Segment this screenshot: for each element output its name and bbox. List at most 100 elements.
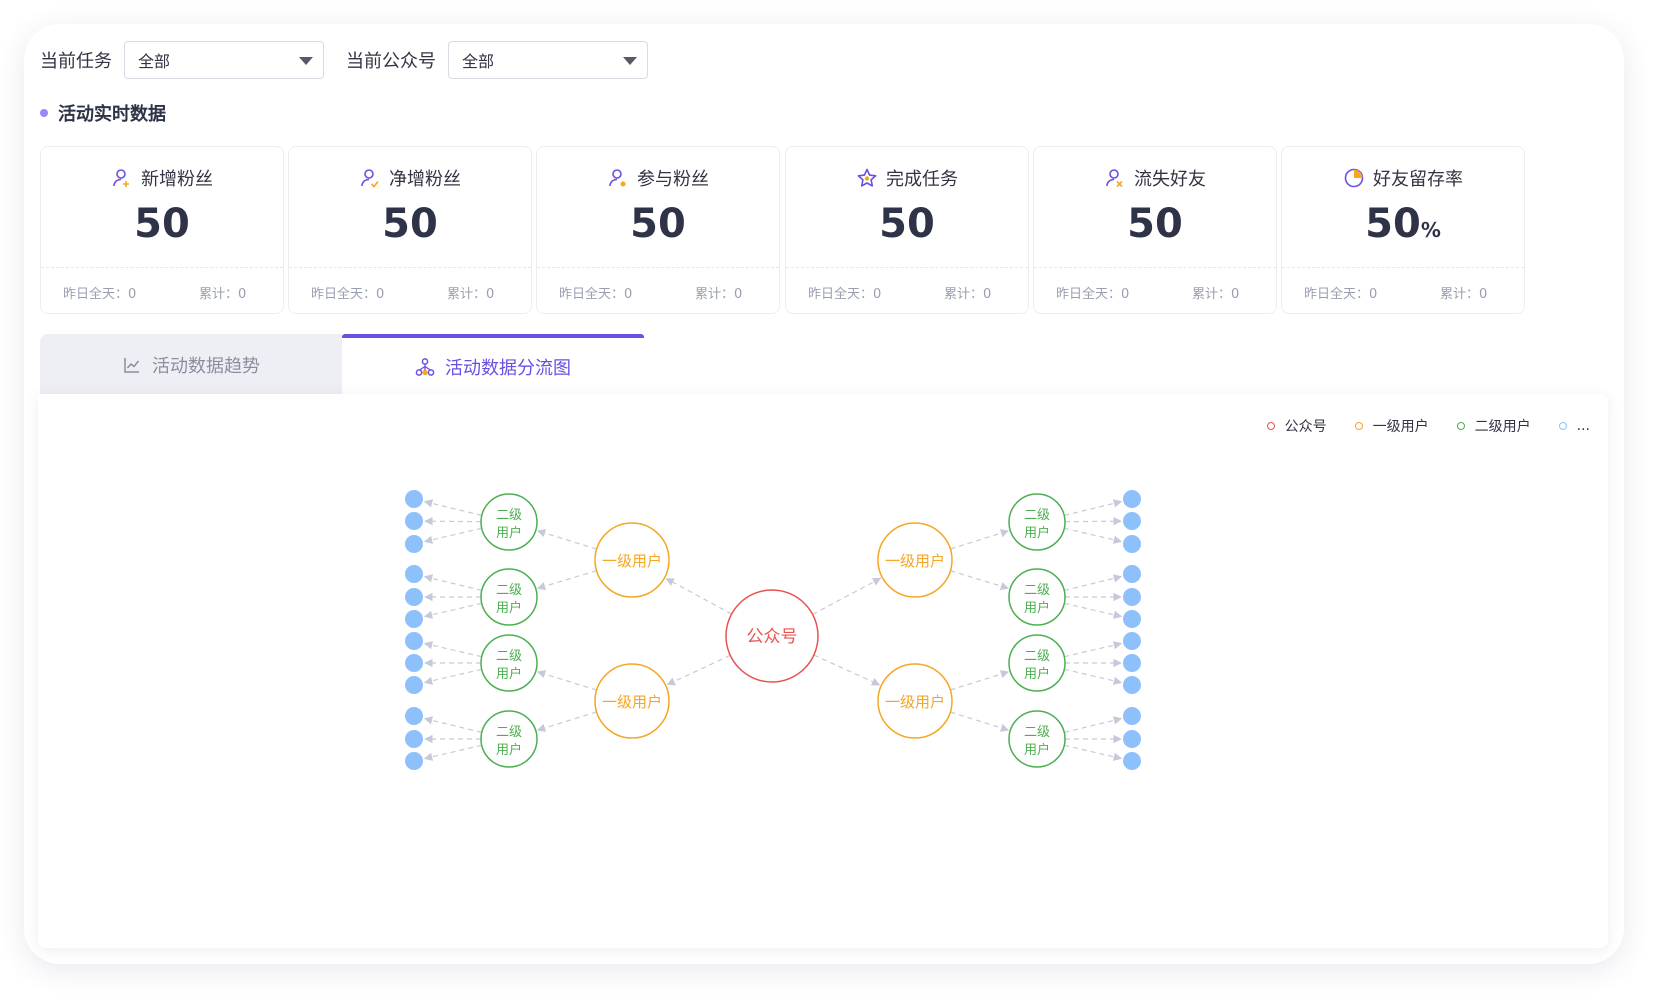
- stat-value: 50%: [1365, 201, 1441, 247]
- flow-edge: [950, 529, 1010, 550]
- stat-value: 50: [382, 201, 438, 247]
- divider: [786, 267, 1028, 268]
- stat-yesterday: 昨日全天：0: [311, 287, 385, 302]
- node-leaf-user: [405, 632, 423, 650]
- flow-edge: [423, 602, 482, 619]
- flow-edge: [950, 711, 1010, 732]
- stat-total: 累计：0: [1192, 287, 1240, 302]
- node-leaf-user: [1123, 565, 1141, 583]
- node-leaf-user: [405, 565, 423, 583]
- flow-edge: [423, 744, 482, 761]
- legend-item-level1[interactable]: 一级用户: [1354, 416, 1429, 436]
- flow-edge: [536, 670, 597, 691]
- filter-bar: 当前任务 全部 当前公众号 全部: [40, 40, 670, 80]
- node-leaf-user: [405, 676, 423, 694]
- stat-card-retention-rate: 好友留存率 50% 昨日全天：0 累计：0: [1281, 146, 1525, 314]
- node-level1-user: [594, 663, 670, 739]
- legend-item-official-account[interactable]: 公众号: [1266, 416, 1327, 436]
- node-label-level2: 用户: [1024, 666, 1050, 682]
- flow-edge: [423, 574, 482, 591]
- node-level1-user: [877, 522, 953, 598]
- stat-total: 累计：0: [199, 287, 247, 302]
- divider: [1034, 267, 1276, 268]
- stat-card-completed-tasks: 完成任务 50 昨日全天：0 累计：0: [785, 146, 1029, 314]
- flow-edge: [423, 641, 482, 658]
- legend-ring-icon: [1558, 422, 1567, 430]
- node-level2-user: [1008, 493, 1066, 551]
- stat-value: 50: [879, 201, 935, 247]
- node-label-official-account: 公众号: [747, 627, 798, 647]
- stat-value: 50: [134, 201, 190, 247]
- flow-edge: [423, 668, 482, 685]
- node-label-level2: 二级: [496, 583, 522, 598]
- account-select-value: 全部: [462, 52, 495, 71]
- legend-label: ...: [1576, 418, 1590, 434]
- node-label-level2: 二级: [1024, 508, 1050, 523]
- stat-total: 累计：0: [944, 287, 992, 302]
- flow-diagram: 公众号一级用户一级用户一级用户一级用户二级用户二级用户二级用户二级用户二级用户二…: [405, 490, 1141, 770]
- node-label-level2: 二级: [1024, 725, 1050, 740]
- divider: [41, 267, 283, 268]
- stat-yesterday: 昨日全天：0: [808, 287, 882, 302]
- node-leaf-user: [1123, 654, 1141, 672]
- flow-edge: [1064, 574, 1123, 591]
- stat-card-new-fans: 新增粉丝 50 昨日全天：0 累计：0: [40, 146, 284, 314]
- user-add-icon: [113, 169, 129, 187]
- node-leaf-user: [405, 490, 423, 508]
- account-select[interactable]: 全部: [448, 41, 648, 79]
- node-label-level1: 一级用户: [602, 693, 662, 711]
- divider: [1282, 267, 1524, 268]
- node-level2-user: [1008, 568, 1066, 626]
- node-leaf-user: [405, 752, 423, 770]
- node-label-level1: 一级用户: [885, 693, 945, 711]
- node-level1-user: [594, 522, 670, 598]
- node-level2-user: [480, 568, 538, 626]
- flow-edge: [536, 529, 597, 550]
- node-official-account: [725, 589, 819, 683]
- flow-panel: 公众号 一级用户 二级用户 ... 公众号一级用户一级用户一级用户一级用户二级用…: [38, 394, 1608, 948]
- stat-card-lost-friends: 流失好友 50 昨日全天：0 累计：0: [1033, 146, 1277, 314]
- flow-edge: [536, 711, 597, 732]
- stat-label: 流失好友: [1134, 169, 1206, 190]
- legend-item-level2[interactable]: 二级用户: [1456, 416, 1531, 436]
- node-leaf-user: [405, 730, 423, 748]
- node-leaf-user: [1123, 707, 1141, 725]
- stat-card-net-fans: 净增粉丝 50 昨日全天：0 累计：0: [288, 146, 532, 314]
- node-leaf-user: [1123, 588, 1141, 606]
- node-label-level1: 一级用户: [602, 552, 662, 570]
- legend-label: 公众号: [1284, 419, 1327, 435]
- node-leaf-user: [1123, 676, 1141, 694]
- node-leaf-user: [405, 610, 423, 628]
- pie-chart-icon: [1344, 168, 1364, 188]
- stat-value: 50: [630, 201, 686, 247]
- section-title: 活动实时数据: [40, 100, 166, 126]
- flow-edge: [813, 654, 881, 686]
- divider: [537, 267, 779, 268]
- node-leaf-user: [405, 707, 423, 725]
- flow-chart-icon: [415, 358, 435, 376]
- task-select[interactable]: 全部: [124, 41, 324, 79]
- node-leaf-user: [405, 588, 423, 606]
- tab-bar: 活动数据趋势 活动数据分流图: [40, 334, 644, 396]
- legend-item-more[interactable]: ...: [1558, 418, 1590, 434]
- node-label-level2: 用户: [1024, 525, 1050, 541]
- flow-edge: [1064, 716, 1123, 733]
- flow-edge: [423, 499, 482, 516]
- legend: 公众号 一级用户 二级用户 ...: [1239, 416, 1590, 436]
- node-label-level2: 用户: [496, 600, 522, 616]
- tab-activity-flow[interactable]: 活动数据分流图: [342, 334, 644, 396]
- legend-ring-icon: [1354, 422, 1363, 430]
- flow-edge: [424, 516, 482, 526]
- stat-yesterday: 昨日全天：0: [1304, 287, 1378, 302]
- node-label-level2: 用户: [1024, 600, 1050, 616]
- node-leaf-user: [1123, 490, 1141, 508]
- node-label-level2: 用户: [496, 666, 522, 682]
- node-leaf-user: [1123, 610, 1141, 628]
- node-label-level2: 二级: [496, 508, 522, 523]
- tab-activity-trend[interactable]: 活动数据趋势: [40, 334, 342, 396]
- stat-label: 参与粉丝: [637, 169, 709, 190]
- legend-label: 二级用户: [1474, 419, 1531, 435]
- stat-yesterday: 昨日全天：0: [63, 287, 137, 302]
- node-label-level2: 用户: [496, 525, 522, 541]
- node-level2-user: [1008, 634, 1066, 692]
